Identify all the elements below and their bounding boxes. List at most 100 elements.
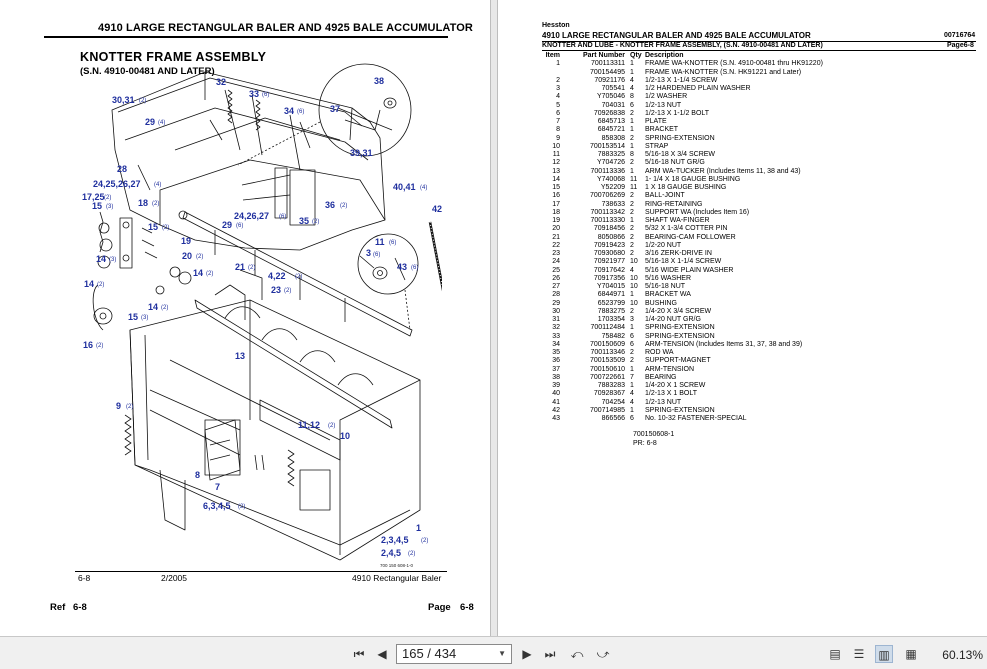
callout-24-25-26-27: 24,25,26,27 — [93, 179, 141, 189]
cell-item: 7 — [556, 118, 560, 125]
page-value: 6-8 — [460, 602, 474, 613]
qty-40-41: (4) — [420, 185, 427, 191]
qty-18: (2) — [152, 201, 159, 207]
cell-item: 33 — [552, 332, 560, 340]
cell-item: 8 — [556, 126, 560, 134]
cell-qty: 2 — [630, 250, 634, 257]
cell-part-number: Y52209 — [600, 184, 625, 191]
next-page-icon[interactable]: ▶ — [522, 647, 532, 661]
zoom-level[interactable]: 60.13% — [942, 648, 983, 662]
cell-description: 5/16-18 NUT GR/G — [645, 159, 705, 167]
cell-part-number: 700113336 — [590, 167, 625, 175]
cell-description: 1/4-20 X 3/4 SCREW — [645, 307, 712, 315]
cell-item: 39 — [552, 382, 560, 389]
cell-item: 23 — [552, 250, 560, 257]
cell-qty: 2 — [630, 159, 634, 167]
cell-description: 1/2-20 NUT — [645, 241, 682, 249]
cell-qty: 11 — [630, 184, 638, 191]
callout-32: 32 — [216, 77, 226, 87]
cell-part-number: 704254 — [601, 398, 625, 406]
cell-part-number: Y704015 — [596, 283, 625, 290]
cell-description: 1/2 HARDENED PLAIN WASHER — [645, 85, 751, 92]
callout-9: 9 — [116, 401, 121, 411]
cell-qty: 4 — [630, 85, 634, 92]
cell-item: 36 — [552, 357, 560, 365]
qty-11-12: (2) — [328, 423, 335, 429]
cell-qty: 2 — [630, 307, 634, 315]
callout-42: 42 — [432, 204, 442, 214]
footer-page: 6-8 — [78, 573, 91, 583]
cell-qty: 4 — [630, 266, 634, 274]
footer-model: 4910 Rectangular Baler — [352, 573, 442, 583]
document-viewer[interactable]: 4910 LARGE RECTANGULAR BALER AND 4925 BA… — [0, 0, 987, 636]
continuous-view-icon[interactable]: ☰ — [853, 647, 865, 661]
cell-qty: 11 — [630, 175, 638, 183]
cell-item: 10 — [552, 142, 560, 150]
cell-qty: 2 — [630, 208, 634, 216]
cell-part-number: 705541 — [601, 85, 625, 92]
cell-qty: 8 — [630, 93, 634, 101]
cell-qty: 1 — [630, 167, 634, 175]
cell-item: 35 — [552, 349, 560, 356]
qty-15-a: (3) — [106, 204, 113, 210]
single-page-view-icon[interactable]: ▤ — [829, 647, 841, 661]
last-page-icon[interactable]: ⏭ — [544, 647, 556, 661]
callout-8: 8 — [195, 470, 200, 480]
callout-29-mid: 29 — [222, 220, 232, 230]
cell-part-number: 866566 — [601, 415, 625, 422]
cell-description: 1/2 WASHER — [645, 93, 688, 101]
rotate-back-icon[interactable]: ⤺ — [570, 647, 584, 661]
cell-description: BALL-JOINT — [645, 192, 685, 200]
cell-item: 4 — [556, 93, 560, 101]
cell-part-number: 1703354 — [597, 316, 625, 323]
previous-page-icon[interactable]: ◀ — [377, 647, 387, 661]
rotate-forward-icon[interactable]: ⤻ — [596, 647, 610, 661]
cell-part-number: 700722661 — [589, 373, 625, 381]
two-page-continuous-icon[interactable]: ▦ — [905, 647, 917, 661]
callout-14-c: 14 — [84, 279, 94, 289]
finger-shaft — [182, 211, 413, 337]
cell-description: STRAP — [645, 142, 669, 150]
qty-35: (2) — [312, 219, 319, 225]
cell-description: ROD WA — [645, 349, 674, 356]
callout-16: 16 — [83, 340, 93, 350]
cell-description: 1/2-13 X 1-1/4 SCREW — [645, 76, 718, 84]
cell-part-number: Y704726 — [596, 159, 625, 167]
end-code: 700150608-1 — [633, 431, 675, 438]
cell-qty: 4 — [630, 398, 634, 406]
page-reference: Page6-8 — [947, 42, 974, 49]
chevron-down-icon[interactable]: ▼ — [498, 649, 506, 658]
callout-13: 13 — [235, 351, 245, 361]
cell-description: 5/16-18 X 3/4 SCREW — [645, 151, 716, 158]
page-number-input[interactable]: 165 / 434 ▼ — [396, 644, 512, 664]
cell-part-number: 7883325 — [597, 151, 625, 158]
qty-24-26-27: (6) — [279, 214, 286, 220]
cell-item: 41 — [552, 398, 560, 406]
cell-part-number: 70921977 — [593, 258, 625, 266]
first-page-icon[interactable]: ⏮ — [353, 647, 365, 661]
cell-item: 13 — [552, 167, 560, 175]
callout-15-c: 15 — [128, 312, 138, 322]
cell-qty: 10 — [630, 299, 638, 307]
callout-35: 35 — [299, 216, 309, 226]
callout-14-d: 14 — [148, 302, 158, 312]
cell-qty: 1 — [630, 126, 634, 134]
cell-item: 20 — [552, 225, 560, 233]
two-page-view-icon[interactable]: ▥ — [875, 645, 893, 663]
cell-part-number: 70919423 — [593, 241, 625, 249]
cell-description: 3/16 ZERK-DRIVE IN — [645, 250, 712, 257]
callout-37: 37 — [330, 104, 340, 114]
